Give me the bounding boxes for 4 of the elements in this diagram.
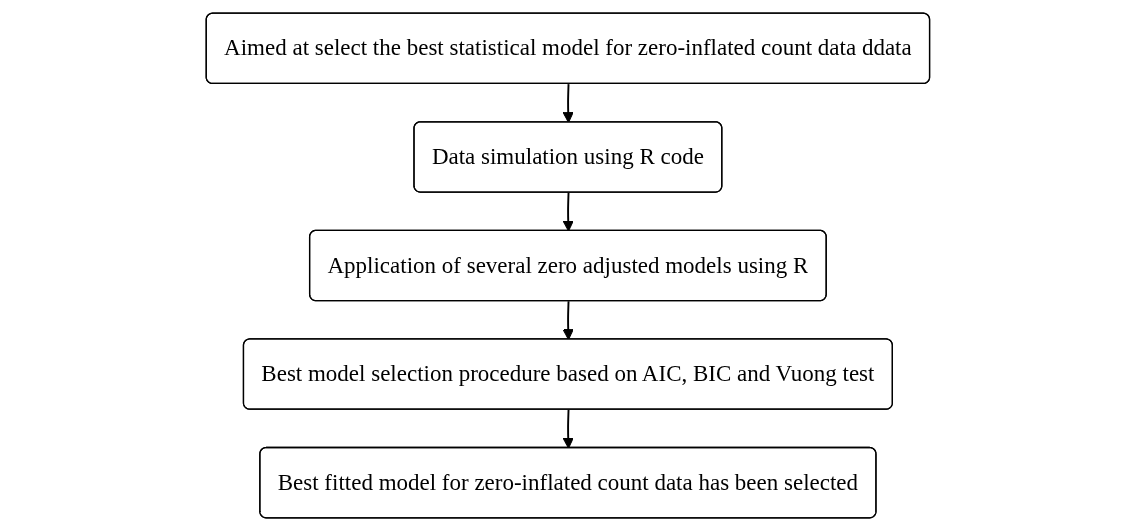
arrow: [562, 408, 574, 449]
flowchart-drawing: Aimed at select the best statistical model for zero-inflated count data ddata Data simulation using R code Application of several zero adjusted models using R Best model selection procedure based on AIC, BIC and Vuong test Best fitted model for zero-inflated count data has been selected: [196, 3, 940, 528]
arrow: [562, 191, 574, 232]
arrow: [562, 83, 574, 123]
